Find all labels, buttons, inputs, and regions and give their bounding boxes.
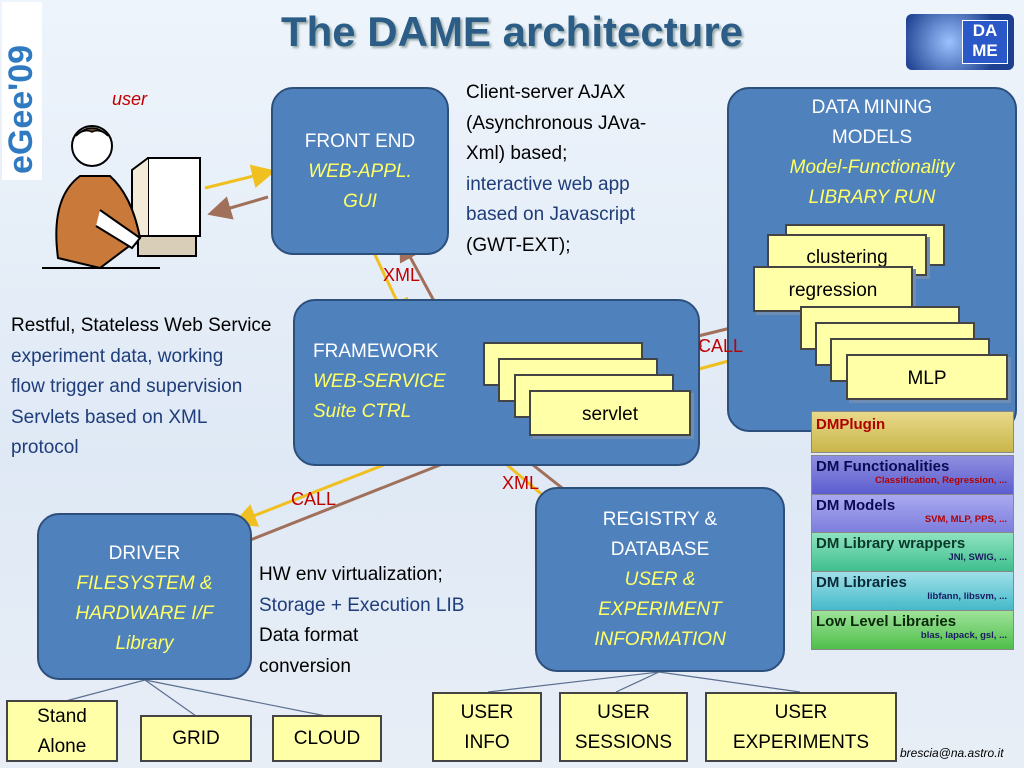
restful-description: Restful, Stateless Web Service experimen… [11,315,272,458]
footer-email: brescia@na.astro.it [900,746,1004,760]
arrow-user-to-frontend [204,164,276,190]
xml-label-top: XML [383,265,421,285]
driver-box: DRIVER FILESYSTEM & HARDWARE I/F Library [37,513,252,680]
servlet-card: servlet [529,390,691,436]
cloud-box: CLOUD [272,715,382,762]
user-experiments-box: USER EXPERIMENTS [705,692,897,762]
front-end-box: FRONT END WEB-APPL. GUI [271,87,449,255]
grid-box: GRID [140,715,252,762]
framework-box: FRAMEWORK WEB-SERVICE Suite CTRL [293,299,700,466]
user-info-box: USER INFO [432,692,542,762]
hardware-description: HW env virtualization; Storage + Executi… [259,564,465,677]
stand-alone-box: Stand Alone [6,700,118,762]
egee09-logo: eGee'09 [2,2,42,180]
client-server-description: Client-server AJAX (Asynchronous JAva- X… [466,82,647,256]
arrow-frontend-to-user [207,195,269,220]
dame-logo-text: DA ME [962,20,1008,64]
user-sessions-box: USER SESSIONS [559,692,688,762]
user-label: user [112,89,148,109]
call-label-right: CALL [698,336,744,356]
call-label-left: CALL [291,489,337,509]
dame-logo: DA ME [906,14,1014,70]
stack-dmplugin: DMPlugin [811,411,1014,453]
xml-label-bottom: XML [502,473,540,493]
registry-database-box: REGISTRY & DATABASE USER & EXPERIMENT IN… [535,487,785,672]
driver-tree-lines [61,679,327,717]
egee-logo-text: eGee'09 [2,45,40,174]
user-at-computer-icon [42,125,201,270]
page-title: The DAME architecture [280,8,744,55]
model-card-mlp: MLP [846,354,1008,400]
registry-tree-lines [487,671,801,693]
